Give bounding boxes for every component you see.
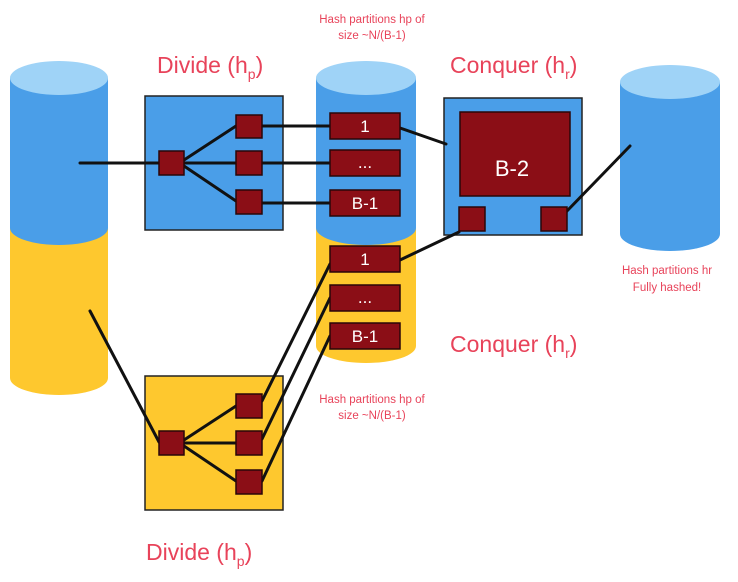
partition-buffer-bottom-3-label: B-1 <box>352 327 378 346</box>
partition-buffer-bottom-3: B-1 <box>329 322 401 350</box>
hash-partitions-top-note-line2: size ~N/(B-1) <box>338 30 406 42</box>
partition-buffer-top-3: B-1 <box>329 189 401 217</box>
hash-partitions-right-note-line2: Fully hashed! <box>633 282 701 294</box>
left-relation-cylinder <box>10 61 108 395</box>
conquer-top-title: Conquer (hr) <box>450 52 577 82</box>
partition-buffer-top-1: 1 <box>329 112 401 140</box>
hash-partitions-bottom-note-line1: Hash partitions hp of <box>319 394 425 406</box>
partition-buffer-bottom-1-label: 1 <box>360 250 369 269</box>
divide-bottom-title: Divide (hp) <box>146 539 252 569</box>
partition-buffer-bottom-2-label: ... <box>358 288 372 307</box>
divide-top-title: Divide (hp) <box>157 52 263 82</box>
divide-bottom-output-node-3 <box>235 469 263 495</box>
partition-buffer-bottom-2: ... <box>329 284 401 312</box>
conquer-output-node <box>540 206 568 232</box>
hash-partitions-top-note-line1: Hash partitions hp of <box>319 14 425 26</box>
output-cylinder <box>620 65 720 251</box>
divide-top-input-node <box>158 150 185 176</box>
partition-buffer-top-3-label: B-1 <box>352 194 378 213</box>
wires <box>78 124 632 483</box>
divide-top-output-node-3 <box>235 189 263 215</box>
partition-buffer-top-2-label: ... <box>358 153 372 172</box>
divide-top-output-node-1 <box>235 114 263 139</box>
conquer-input-node <box>458 206 486 232</box>
divide-bottom-output-node-1 <box>235 393 263 419</box>
partition-buffer-top-2: ... <box>329 149 401 177</box>
hash-partitions-right-note-line1: Hash partitions hr <box>622 265 712 277</box>
divide-top-output-node-2 <box>235 150 263 176</box>
conquer-bottom-title: Conquer (hr) <box>450 331 577 361</box>
partition-buffer-top-1-label: 1 <box>360 117 369 136</box>
partition-buffer-bottom-1: 1 <box>329 245 401 273</box>
conquer-hash-table: B-2 <box>459 111 571 197</box>
divide-bottom-output-node-2 <box>235 430 263 456</box>
hash-partitions-bottom-note-line2: size ~N/(B-1) <box>338 410 406 422</box>
conquer-hash-table-label: B-2 <box>495 156 529 181</box>
divide-bottom-input-node <box>158 430 185 456</box>
